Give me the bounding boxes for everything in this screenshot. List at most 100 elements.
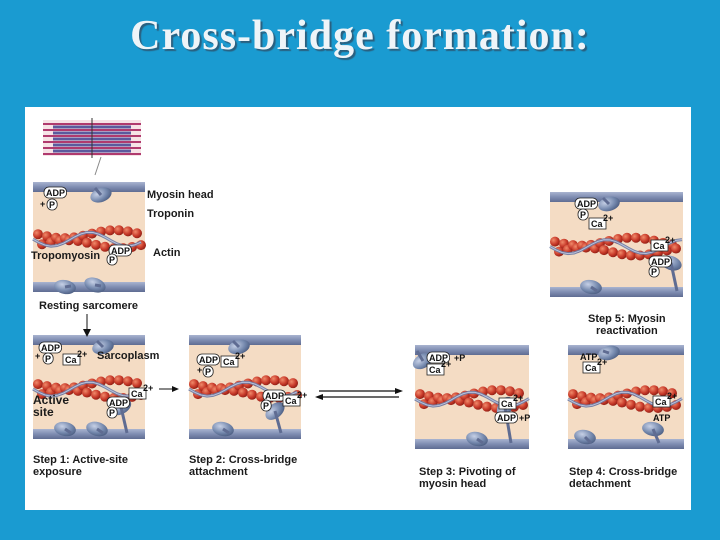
chem-ca-step4-1: Ca2+ [582, 357, 607, 374]
svg-text:2+: 2+ [297, 390, 307, 400]
svg-text:ADP: ADP [497, 413, 516, 423]
chem-ca-step5-2: Ca2+ [650, 235, 675, 252]
svg-text:Ca: Ca [501, 399, 513, 409]
svg-text:Ca: Ca [653, 241, 665, 251]
chem-plusp-step3-2: +P [519, 413, 530, 423]
sarcomere-step5 [549, 192, 683, 297]
slide-title: Cross-bridge formation: [130, 13, 590, 59]
chem-ca-step2-1: Ca2+ [220, 351, 245, 368]
caption-step-5-line1: Step 5: Myosin [588, 313, 666, 325]
chem-p-step1-1: P [42, 352, 54, 365]
chem-p-step2-2: P [260, 399, 272, 412]
sarcomere-step2 [188, 335, 302, 439]
chem-adp-resting-1: ADP [43, 186, 68, 199]
caption-step-4: Step 4: Cross-bridge detachment [569, 466, 677, 490]
svg-text:2+: 2+ [441, 359, 451, 369]
chem-adp-step2-2: ADP [262, 389, 287, 402]
label-resting-sarcomere: Resting sarcomere [39, 300, 139, 312]
svg-text:2+: 2+ [597, 357, 607, 367]
svg-text:Ca: Ca [65, 355, 77, 365]
chem-p-resting-1: P [46, 198, 58, 211]
label-myosin-head: Myosin head [147, 189, 214, 201]
svg-text:2+: 2+ [77, 349, 87, 359]
svg-text:P: P [109, 255, 115, 265]
chem-plus-resting-1: + [40, 199, 45, 209]
svg-text:2+: 2+ [235, 351, 245, 361]
svg-text:P: P [205, 367, 211, 377]
svg-text:ADP: ADP [46, 188, 65, 198]
chem-p-step5-1: P [577, 208, 589, 221]
chem-adp-step1-2: ADP [106, 396, 131, 409]
chem-plus-step1: + [35, 351, 40, 361]
chem-p-resting-2: P [106, 253, 118, 266]
svg-text:Ca: Ca [223, 357, 235, 367]
sarcomere-step1 [32, 335, 146, 439]
svg-text:ADP: ADP [651, 257, 670, 267]
chem-atp-step4-2: ATP [653, 413, 670, 423]
caption-step-1-line2: exposure [33, 466, 82, 478]
svg-text:2+: 2+ [513, 393, 523, 403]
sarcomere-thumbnail [43, 118, 141, 176]
svg-text:+: + [197, 365, 202, 375]
svg-text:Ca: Ca [285, 396, 297, 406]
svg-text:Ca: Ca [655, 397, 667, 407]
svg-text:P: P [109, 408, 115, 418]
chem-adp-step5-1: ADP [574, 197, 599, 210]
caption-step-5: Step 5: Myosin reactivation [588, 313, 666, 337]
label-sarcoplasm: Sarcoplasm [97, 350, 160, 362]
svg-text:Ca: Ca [585, 363, 597, 373]
chem-ca-step3-2: Ca2+ [498, 393, 523, 410]
label-actin: Actin [153, 247, 181, 259]
chem-ca-step4-2: Ca2+ [652, 391, 677, 408]
chem-plusp-step3-1: +P [454, 353, 465, 363]
chem-ca-step3-1: Ca2+ [426, 359, 451, 376]
chem-p-step2-1: P [202, 365, 214, 378]
caption-step-4-line2: detachment [569, 478, 631, 490]
caption-step-1-line1: Step 1: Active-site [33, 454, 128, 466]
chem-ca-step1-1: Ca2+ [62, 349, 87, 366]
svg-text:ATP: ATP [653, 413, 670, 423]
svg-text:P: P [49, 200, 55, 210]
chem-adp-step3-1: ADP [426, 351, 451, 364]
chem-ca-step2-2: Ca2+ [282, 390, 307, 407]
label-active-site-line1: Active [33, 393, 70, 407]
chem-p-step1-2: P [106, 406, 118, 419]
caption-step-2-line1: Step 2: Cross-bridge [189, 454, 298, 466]
caption-step-3-line1: Step 3: Pivoting of [419, 466, 516, 478]
caption-step-3: Step 3: Pivoting of myosin head [419, 466, 516, 490]
label-active-site-line2: site [33, 405, 54, 419]
chem-adp-step5-2: ADP [648, 255, 673, 268]
svg-text:2+: 2+ [667, 391, 677, 401]
svg-text:ADP: ADP [41, 343, 60, 353]
svg-text:ADP: ADP [265, 391, 284, 401]
chem-adp-step2-1: ADP [196, 353, 221, 366]
svg-text:+P: +P [519, 413, 530, 423]
chem-plus-step2: + [197, 365, 202, 375]
svg-text:ATP: ATP [580, 352, 597, 362]
svg-text:+P: +P [454, 353, 465, 363]
svg-text:ADP: ADP [111, 246, 130, 256]
label-troponin: Troponin [147, 208, 195, 220]
caption-step-2: Step 2: Cross-bridge attachment [189, 454, 297, 478]
svg-text:ADP: ADP [429, 353, 448, 363]
caption-step-1: Step 1: Active-site exposure [33, 454, 128, 478]
chem-adp-resting-2: ADP [108, 244, 133, 257]
transition-arrows [83, 314, 403, 400]
svg-text:Ca: Ca [429, 365, 441, 375]
svg-text:Ca: Ca [131, 389, 143, 399]
chem-adp-step3-2: ADP [494, 411, 519, 424]
svg-text:ADP: ADP [577, 199, 596, 209]
svg-text:2+: 2+ [665, 235, 675, 245]
chem-ca-step1-2: Ca2+ [128, 383, 153, 400]
svg-text:ADP: ADP [109, 398, 128, 408]
chem-adp-step1-1: ADP [38, 341, 63, 354]
svg-text:P: P [580, 210, 586, 220]
svg-text:P: P [45, 354, 51, 364]
svg-text:P: P [651, 267, 657, 277]
svg-text:ADP: ADP [199, 355, 218, 365]
svg-text:2+: 2+ [143, 383, 153, 393]
caption-step-5-line2: reactivation [595, 325, 658, 337]
svg-text:+: + [40, 199, 45, 209]
